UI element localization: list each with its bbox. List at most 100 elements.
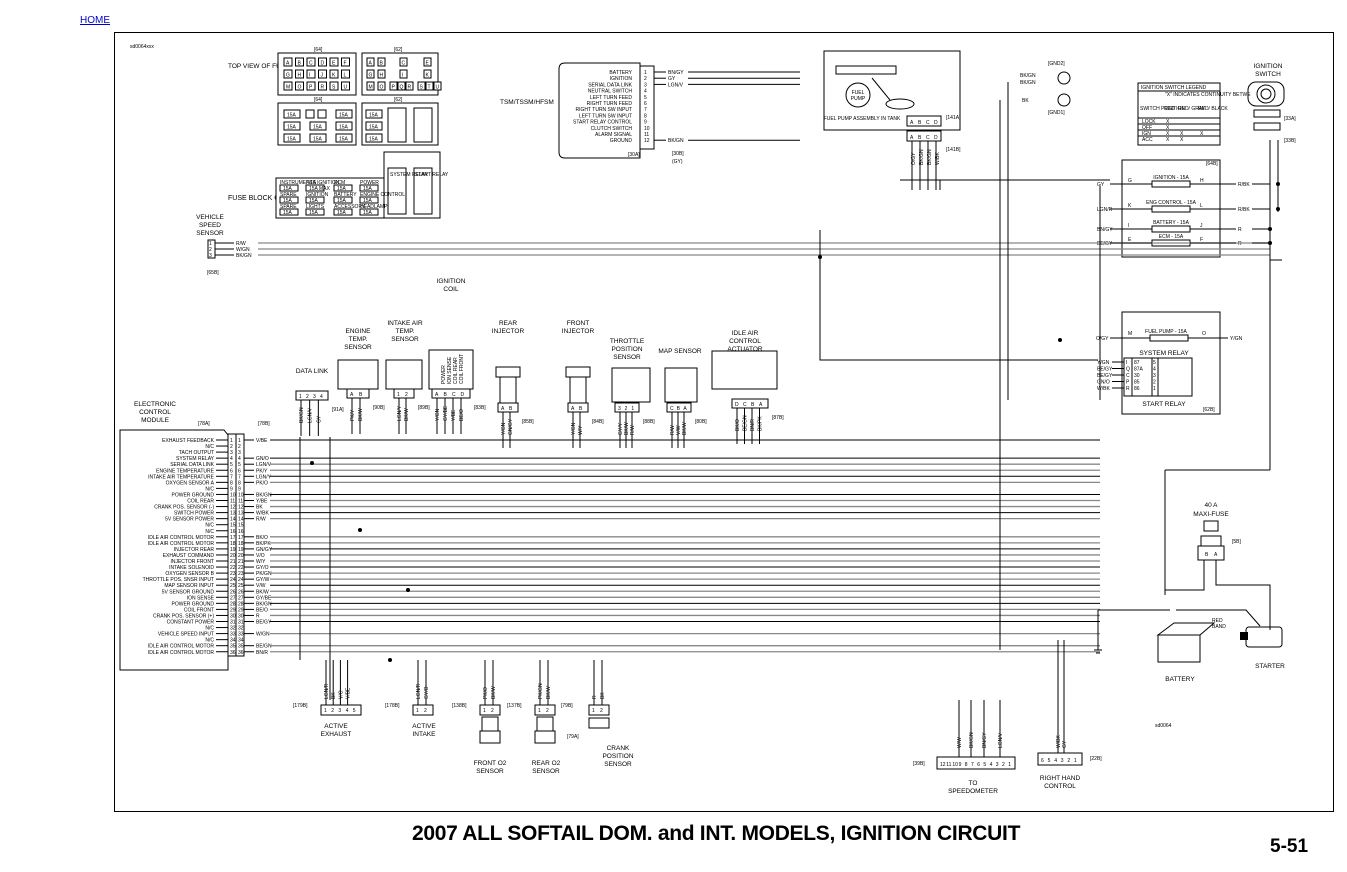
wire-color-label: BK/GN [919, 149, 925, 165]
svg-text:SPEEDOMETER: SPEEDOMETER [948, 788, 998, 795]
pin-number: 3 [209, 253, 212, 259]
fuse-cavity [399, 69, 408, 79]
cavity-label: K [426, 73, 430, 79]
pin-label: B [579, 406, 583, 412]
wire-color-label: GY/O [424, 686, 430, 699]
splice-dot [310, 461, 314, 465]
pin-number: 2 [644, 76, 647, 82]
component-label: INJECTOR [492, 328, 525, 335]
pin-label: B [751, 402, 755, 408]
connector-label: [88B] [643, 419, 655, 425]
fuse-rating: 15A [339, 125, 349, 131]
ground-terminals: [GND2] BK/GN BK/GN BK [GND1] [1020, 61, 1071, 116]
pin-number: 2 [209, 247, 212, 253]
connector-label: [62] [394, 47, 403, 53]
component-label: TEMP. [395, 328, 414, 335]
cavity-label: H [298, 73, 302, 79]
svg-text:[79A]: [79A] [567, 734, 579, 740]
fuse-slot [283, 109, 301, 119]
svg-text:IGNITION: IGNITION [1254, 63, 1283, 70]
fuse-relay-top-view: TOP VIEW OF FUSE/RELAY BLOCKS [64][62][6… [228, 47, 449, 219]
diagram-id-bottom: sd0064 [1155, 723, 1172, 729]
wire-run [1269, 186, 1282, 261]
ecm-pin-function: CRANK POS. SENSOR (+) [153, 613, 214, 619]
front-o2-connector [479, 704, 501, 716]
pin-number: 5 [238, 462, 241, 468]
connector-label: [85B] [522, 419, 534, 425]
svg-text:R: R [1126, 386, 1130, 392]
pin-function: NEUTRAL SWITCH [588, 89, 633, 95]
cavity-label: B [298, 61, 302, 67]
wire-color-label: PK/O [256, 480, 268, 486]
cover-fuse [305, 208, 325, 216]
pin-function: LEFT TURN SW INPUT [579, 113, 632, 119]
svg-text:CONTROL: CONTROL [1044, 783, 1076, 790]
ecm-pin-function: SYSTEM RELAY [176, 456, 215, 462]
wire-color-label: GY/Y [618, 422, 624, 435]
cavity-label: M [286, 85, 290, 91]
relay-slot [413, 107, 433, 143]
ecm-pin-function: ION SENSE [187, 595, 215, 601]
intake-air-temp-body [385, 359, 423, 390]
ecm-pin-function: IDLE AIR CONTROL MOTOR [148, 644, 215, 650]
cover-fuse [359, 184, 379, 192]
ecm-pin-function: ENGINE TEMPERATURE [156, 468, 215, 474]
cover-fuse [279, 184, 299, 192]
pin-label: 3 [338, 708, 341, 714]
wire-color-label: BN/GY [668, 70, 684, 76]
pin-number: 9 [644, 120, 647, 126]
pin-number: 27 [238, 595, 244, 601]
pin-number: 12 [644, 138, 650, 144]
pin-number: 2 [238, 444, 241, 450]
wire-color-label: LGN/R [1097, 207, 1113, 213]
svg-text:4: 4 [1153, 367, 1156, 373]
connector-label: [79B] [561, 703, 573, 709]
pin-number: 15 [230, 523, 236, 529]
ecm-pin-function: CONSTANT POWER [167, 620, 215, 626]
pin-number: 7 [644, 107, 647, 113]
pin-number: 17 [230, 535, 236, 541]
wire-color-label: BK/GN [236, 253, 252, 259]
legend-cell: X [1166, 137, 1170, 143]
component-label: TEMP. [348, 336, 367, 343]
fuse-cavity [329, 69, 339, 79]
cover-fuse-name: ACCESSORY [334, 204, 366, 210]
pin-function: SERIAL DATA LINK [588, 82, 632, 88]
connector-housing [393, 388, 415, 399]
home-link[interactable]: HOME [80, 15, 110, 26]
pin-label: C [926, 120, 930, 126]
pin-number: 35 [238, 644, 244, 650]
wire-color-label: V/O [338, 690, 344, 699]
wire-color-label: R/BK [1238, 182, 1250, 188]
cavity-label: E [332, 61, 336, 67]
splice-dot [358, 528, 362, 532]
cavity-label: B [380, 61, 384, 67]
wire-color-label: PK/Y [256, 468, 268, 474]
wire-color-label: PK/Y [350, 409, 356, 421]
svg-text:I: I [1126, 360, 1127, 366]
wire-color-label: R/W [670, 425, 676, 435]
pin-label: B [444, 392, 448, 398]
wire-color-label: R/W [236, 241, 246, 247]
legend-column: RED/ BLACK [1198, 106, 1228, 112]
fuse-pin: I [1128, 223, 1129, 229]
pin-number: 28 [230, 601, 236, 607]
fuse-name: BATTERY - 15A [1153, 220, 1190, 226]
legend-cell: X [1180, 137, 1184, 143]
pin-label: 1 [416, 708, 419, 714]
wire-color-label: BE/GY [256, 620, 272, 626]
wire-color-label: BK [331, 692, 337, 699]
pin-label: A [910, 120, 914, 126]
pin-number: 8 [965, 762, 968, 768]
pin-number: 5 [644, 95, 647, 101]
svg-text:[22B]: [22B] [1090, 756, 1102, 762]
svg-text:SWITCH: SWITCH [1255, 71, 1281, 78]
wire-color-label: R/BK [1238, 207, 1250, 213]
ignition-switch: IGNITION SWITCH [33A] [33B] [1247, 63, 1296, 144]
fuse-cavity [295, 69, 304, 79]
wire-color-label: GN/GY [256, 547, 273, 553]
connector-housing [567, 402, 589, 413]
active-intake-connector [412, 704, 434, 716]
pin-label: A [759, 402, 763, 408]
pin-number: 19 [230, 547, 236, 553]
